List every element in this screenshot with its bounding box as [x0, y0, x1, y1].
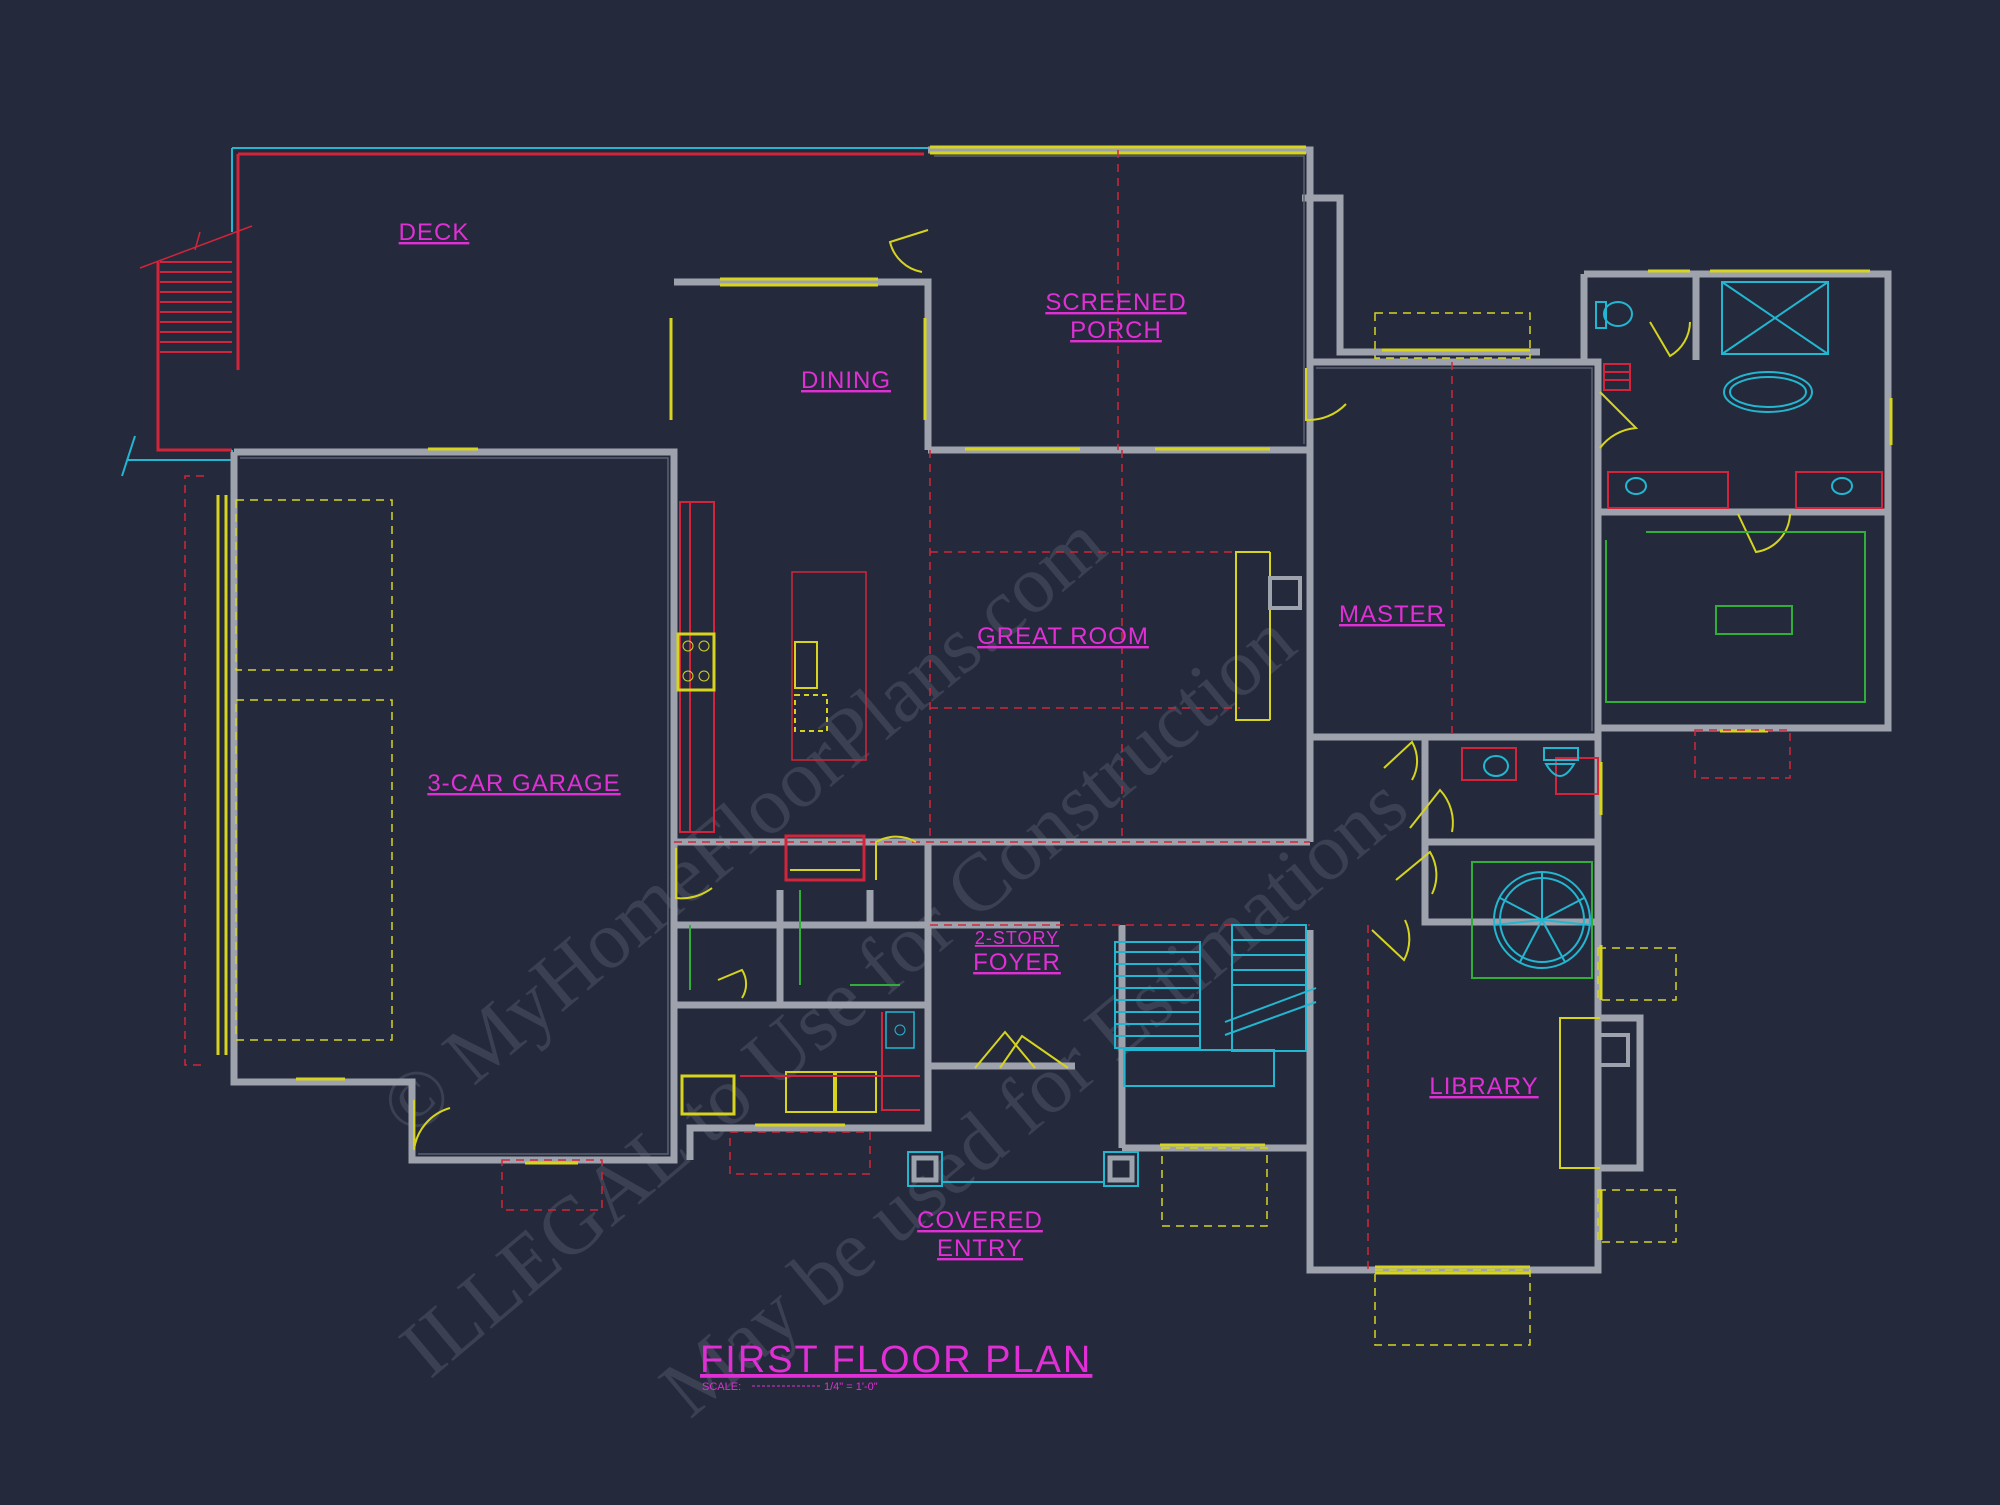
room-label-foyer-2: FOYER: [973, 949, 1061, 976]
room-label-dining: DINING: [801, 367, 891, 394]
room-label-covered-entry-2: ENTRY: [937, 1235, 1023, 1262]
room-label-screened-porch-1: SCREENED: [1045, 289, 1186, 316]
room-label-covered-entry-1: COVERED: [917, 1207, 1043, 1234]
room-labels: DECK DINING SCREENED PORCH GREAT ROOM MA…: [399, 219, 1538, 1262]
plan-title: FIRST FLOOR PLAN: [700, 1339, 1092, 1381]
dashed-outlines: [184, 150, 1791, 1346]
kitchen: [676, 501, 867, 882]
room-label-garage: 3-CAR GARAGE: [427, 770, 620, 797]
plan-title-block: FIRST FLOOR PLAN SCALE: 1/4" = 1'-0": [700, 1339, 1092, 1393]
room-label-great-room: GREAT ROOM: [977, 623, 1149, 650]
wall-inner-line: [240, 155, 1593, 1155]
room-label-master: MASTER: [1339, 601, 1445, 628]
room-label-screened-porch-2: PORCH: [1070, 317, 1162, 344]
watermark: © MyHomeFloorPlans.com ILLEGAL to Use fo…: [363, 496, 1424, 1433]
covered-entry-columns: [907, 1151, 1139, 1187]
scale-label: SCALE:: [702, 1381, 741, 1393]
room-label-deck: DECK: [399, 219, 470, 246]
room-label-library: LIBRARY: [1429, 1073, 1538, 1100]
closet: [1605, 531, 1866, 703]
spiral-stair: [1471, 861, 1593, 979]
foyer-stairs: [1114, 924, 1317, 1087]
walls: [230, 146, 1892, 1274]
great-room-fireplace: [1235, 551, 1302, 721]
mudroom: [680, 890, 920, 1116]
doors: [413, 229, 1791, 1151]
library-fireplace: [1559, 1017, 1630, 1169]
deck-outline: [156, 147, 928, 460]
misc-red: [1603, 363, 1883, 509]
scale-value: 1/4" = 1'-0": [824, 1381, 878, 1393]
room-label-foyer-1: 2-STORY: [975, 928, 1059, 948]
master-bath-fixtures: [1461, 281, 1853, 795]
deck-stairs: [121, 225, 253, 477]
